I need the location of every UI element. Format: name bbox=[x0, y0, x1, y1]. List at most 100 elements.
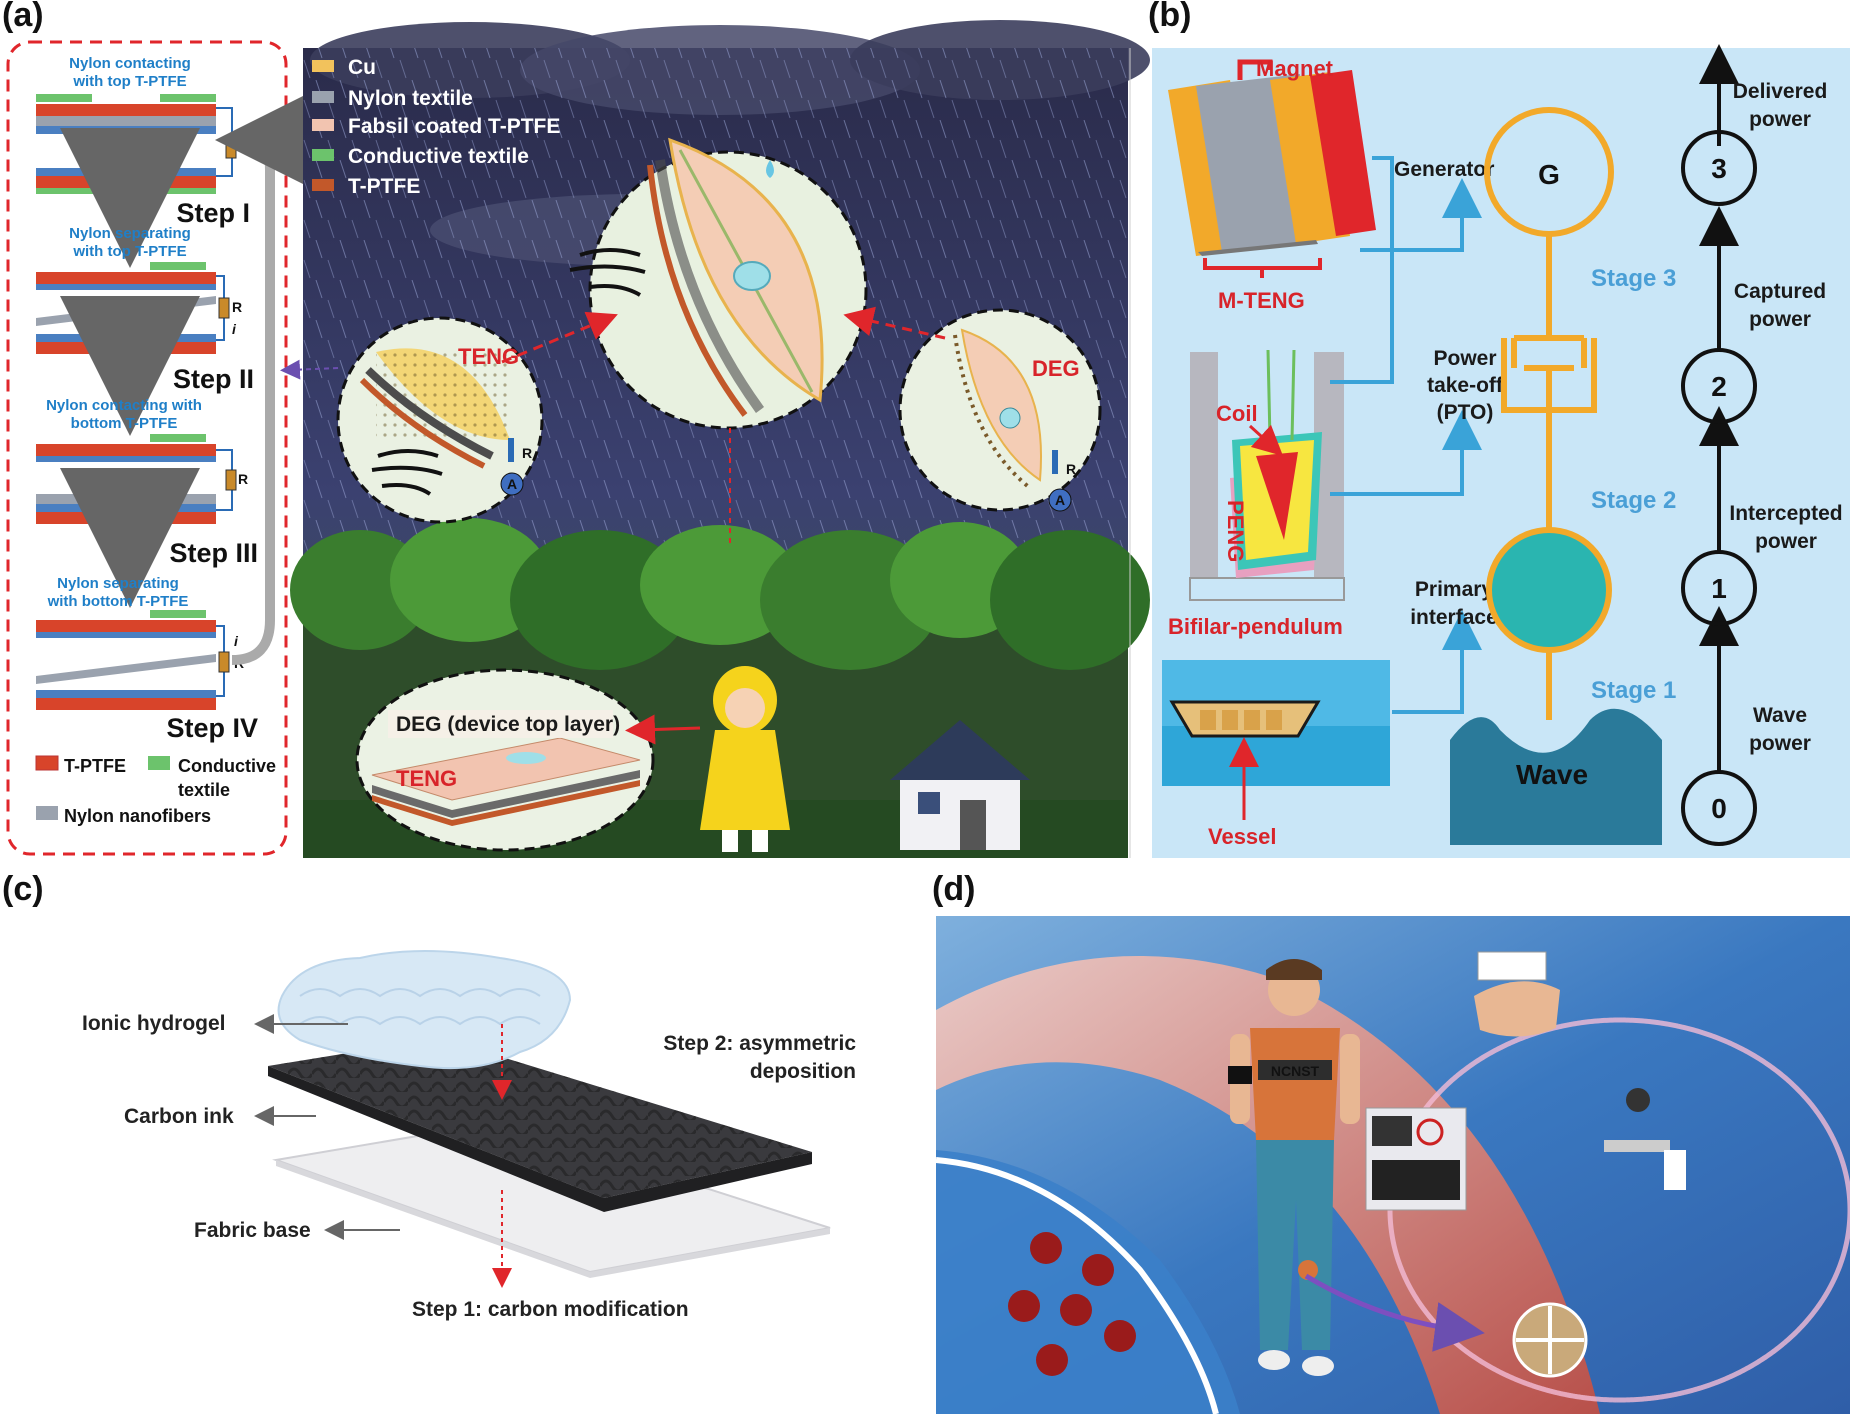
step-2-name: Step II bbox=[173, 364, 254, 394]
step-3-resistor: R bbox=[238, 471, 248, 487]
running-track bbox=[936, 956, 1600, 1414]
arm-figure bbox=[1474, 981, 1560, 1037]
legend-conductive-line-1: Conductive bbox=[178, 756, 276, 776]
step-3-caption-line-2: bottom T-PTFE bbox=[71, 415, 178, 432]
scene-legend-conductive: Conductive textile bbox=[348, 145, 529, 168]
teng-bottom-label: TENG bbox=[396, 766, 457, 791]
steps-frame bbox=[6, 40, 288, 856]
captured-power-line-1: Captured bbox=[1734, 280, 1826, 303]
generator-symbol: G bbox=[1538, 159, 1560, 190]
step-2-caption-line-1: Nylon separating bbox=[69, 225, 191, 242]
step-1-diagram: Nylon contacting with top T-PTFE R Step … bbox=[36, 55, 250, 268]
panel-d: (d) NCNST bbox=[932, 870, 1850, 1414]
step-2-diagram: Nylon separating with top T-PTFE R i Ste… bbox=[36, 225, 254, 436]
left-legend: T-PTFE Conductive textile Nylon nanofibe… bbox=[35, 755, 276, 826]
panel-a-label: (a) bbox=[2, 0, 44, 34]
step-4-caption-line-1: Nylon separating bbox=[57, 575, 179, 592]
waveform-screen bbox=[1477, 951, 1547, 981]
coil-label: Coil bbox=[1216, 401, 1258, 426]
wave-shape bbox=[1450, 708, 1662, 845]
peng-label: PENG bbox=[1223, 500, 1248, 562]
panel-b-label: (b) bbox=[1148, 0, 1191, 34]
wave-power-line-1: Wave bbox=[1753, 704, 1807, 727]
wave-power-line-2: power bbox=[1749, 732, 1811, 755]
scene-legend-tptfe-swatch bbox=[312, 179, 334, 191]
step-2-current: i bbox=[232, 321, 237, 337]
wave-label: Wave bbox=[1516, 759, 1588, 790]
scene-legend-nylon-swatch bbox=[312, 91, 334, 103]
step-1-caption-line-1: Nylon contacting bbox=[69, 55, 191, 72]
stage-1-label: Stage 1 bbox=[1591, 677, 1676, 704]
pto-label-line-3: (PTO) bbox=[1437, 401, 1494, 424]
scene-legend-fabsil-swatch bbox=[312, 119, 334, 131]
roses bbox=[1008, 1232, 1136, 1376]
vessel-label: Vessel bbox=[1208, 824, 1277, 849]
scene-legend-cu-swatch bbox=[312, 60, 334, 72]
primary-interface-circle bbox=[1486, 527, 1612, 653]
step-4-name: Step IV bbox=[166, 713, 258, 743]
delivered-power-line-2: power bbox=[1749, 108, 1811, 131]
delivered-power-line-1: Delivered bbox=[1733, 80, 1828, 103]
teng-resistor: R bbox=[522, 445, 532, 461]
power-nodes: 3 2 1 0 Delivered power Captured power I… bbox=[1681, 44, 1843, 846]
node-3 bbox=[1681, 130, 1757, 206]
ionic-hydrogel-layer bbox=[277, 950, 572, 1070]
teng-label: TENG bbox=[458, 344, 519, 369]
legend-t-ptfe: T-PTFE bbox=[64, 756, 126, 776]
step-4-current: i bbox=[234, 633, 239, 649]
primary-label-line-1: Primary bbox=[1415, 578, 1494, 601]
cycle-arrow bbox=[215, 90, 316, 665]
intercepted-power-line-1: Intercepted bbox=[1729, 502, 1842, 525]
step-3-name: Step III bbox=[169, 538, 258, 568]
node-3-number: 3 bbox=[1711, 153, 1727, 184]
stage-2-label: Stage 2 bbox=[1591, 487, 1676, 514]
rain-scene: Cu Nylon textile Fabsil coated T-PTFE Co… bbox=[290, 20, 1150, 858]
teng-ammeter: A bbox=[507, 476, 517, 492]
runner-person: NCNST bbox=[1228, 959, 1360, 1376]
step-1-name: Step I bbox=[176, 198, 250, 228]
scene-legend-cu: Cu bbox=[348, 56, 376, 79]
panel-b: (b) Magnet M-TENG Coil PENG bbox=[1129, 0, 1850, 858]
energy-cycle bbox=[1304, 951, 1850, 1403]
deg-top-layer-label: DEG (device top layer) bbox=[396, 713, 620, 736]
intercepted-power-line-2: power bbox=[1755, 530, 1817, 553]
legend-conductive-line-2: textile bbox=[178, 780, 230, 800]
deg-label: DEG bbox=[1032, 356, 1080, 381]
step-2-resistor: R bbox=[232, 299, 242, 315]
primary-label-line-2: interface bbox=[1410, 606, 1498, 629]
panel-c-label: (c) bbox=[2, 870, 44, 908]
step-3-diagram: Nylon contacting with bottom T-PTFE R St… bbox=[36, 397, 258, 608]
step-4-caption-line-2: with bottom T-PTFE bbox=[47, 593, 189, 610]
node-0 bbox=[1681, 770, 1757, 846]
power-chain-column: G Wave bbox=[1450, 107, 1662, 845]
node-0-number: 0 bbox=[1711, 793, 1727, 824]
legend-conductive-swatch bbox=[148, 756, 170, 770]
scene-legend-tptfe: T-PTFE bbox=[348, 175, 420, 198]
node-2 bbox=[1681, 348, 1757, 424]
node-1-number: 1 bbox=[1711, 573, 1727, 604]
panel-a: (a) Nylon contacting with top T-PTFE R S… bbox=[2, 0, 1150, 858]
stage-3-label: Stage 3 bbox=[1591, 265, 1676, 292]
step-2-label-line-1: Step 2: asymmetric bbox=[663, 1032, 856, 1055]
step-3-caption-line-1: Nylon contacting with bbox=[46, 397, 202, 414]
node-2-number: 2 bbox=[1711, 371, 1727, 402]
node-1 bbox=[1681, 550, 1757, 626]
magnet-label: Magnet bbox=[1256, 56, 1334, 81]
panel-d-label: (d) bbox=[932, 870, 975, 908]
step-1-resistor: R bbox=[238, 139, 248, 155]
scene-legend-nylon: Nylon textile bbox=[348, 87, 473, 110]
panel-b-connectors bbox=[1330, 156, 1482, 714]
deg-resistor: R bbox=[1066, 461, 1076, 477]
shirt-text: NCNST bbox=[1271, 1063, 1320, 1079]
scene-legend-fabsil: Fabsil coated T-PTFE bbox=[348, 115, 560, 138]
step-2-caption-line-2: with top T-PTFE bbox=[72, 243, 186, 260]
legend-nylon-swatch bbox=[36, 806, 58, 820]
pto-label-line-2: take-off bbox=[1427, 374, 1504, 397]
fabric-base-label: Fabric base bbox=[194, 1219, 311, 1242]
pto-label-line-1: Power bbox=[1433, 347, 1496, 370]
m-teng-device: Magnet M-TENG bbox=[1168, 56, 1376, 313]
panel-c: (c) Ionic hydrogel Carbon ink Fabric bas… bbox=[2, 870, 856, 1321]
legend-t-ptfe-swatch bbox=[35, 755, 59, 771]
